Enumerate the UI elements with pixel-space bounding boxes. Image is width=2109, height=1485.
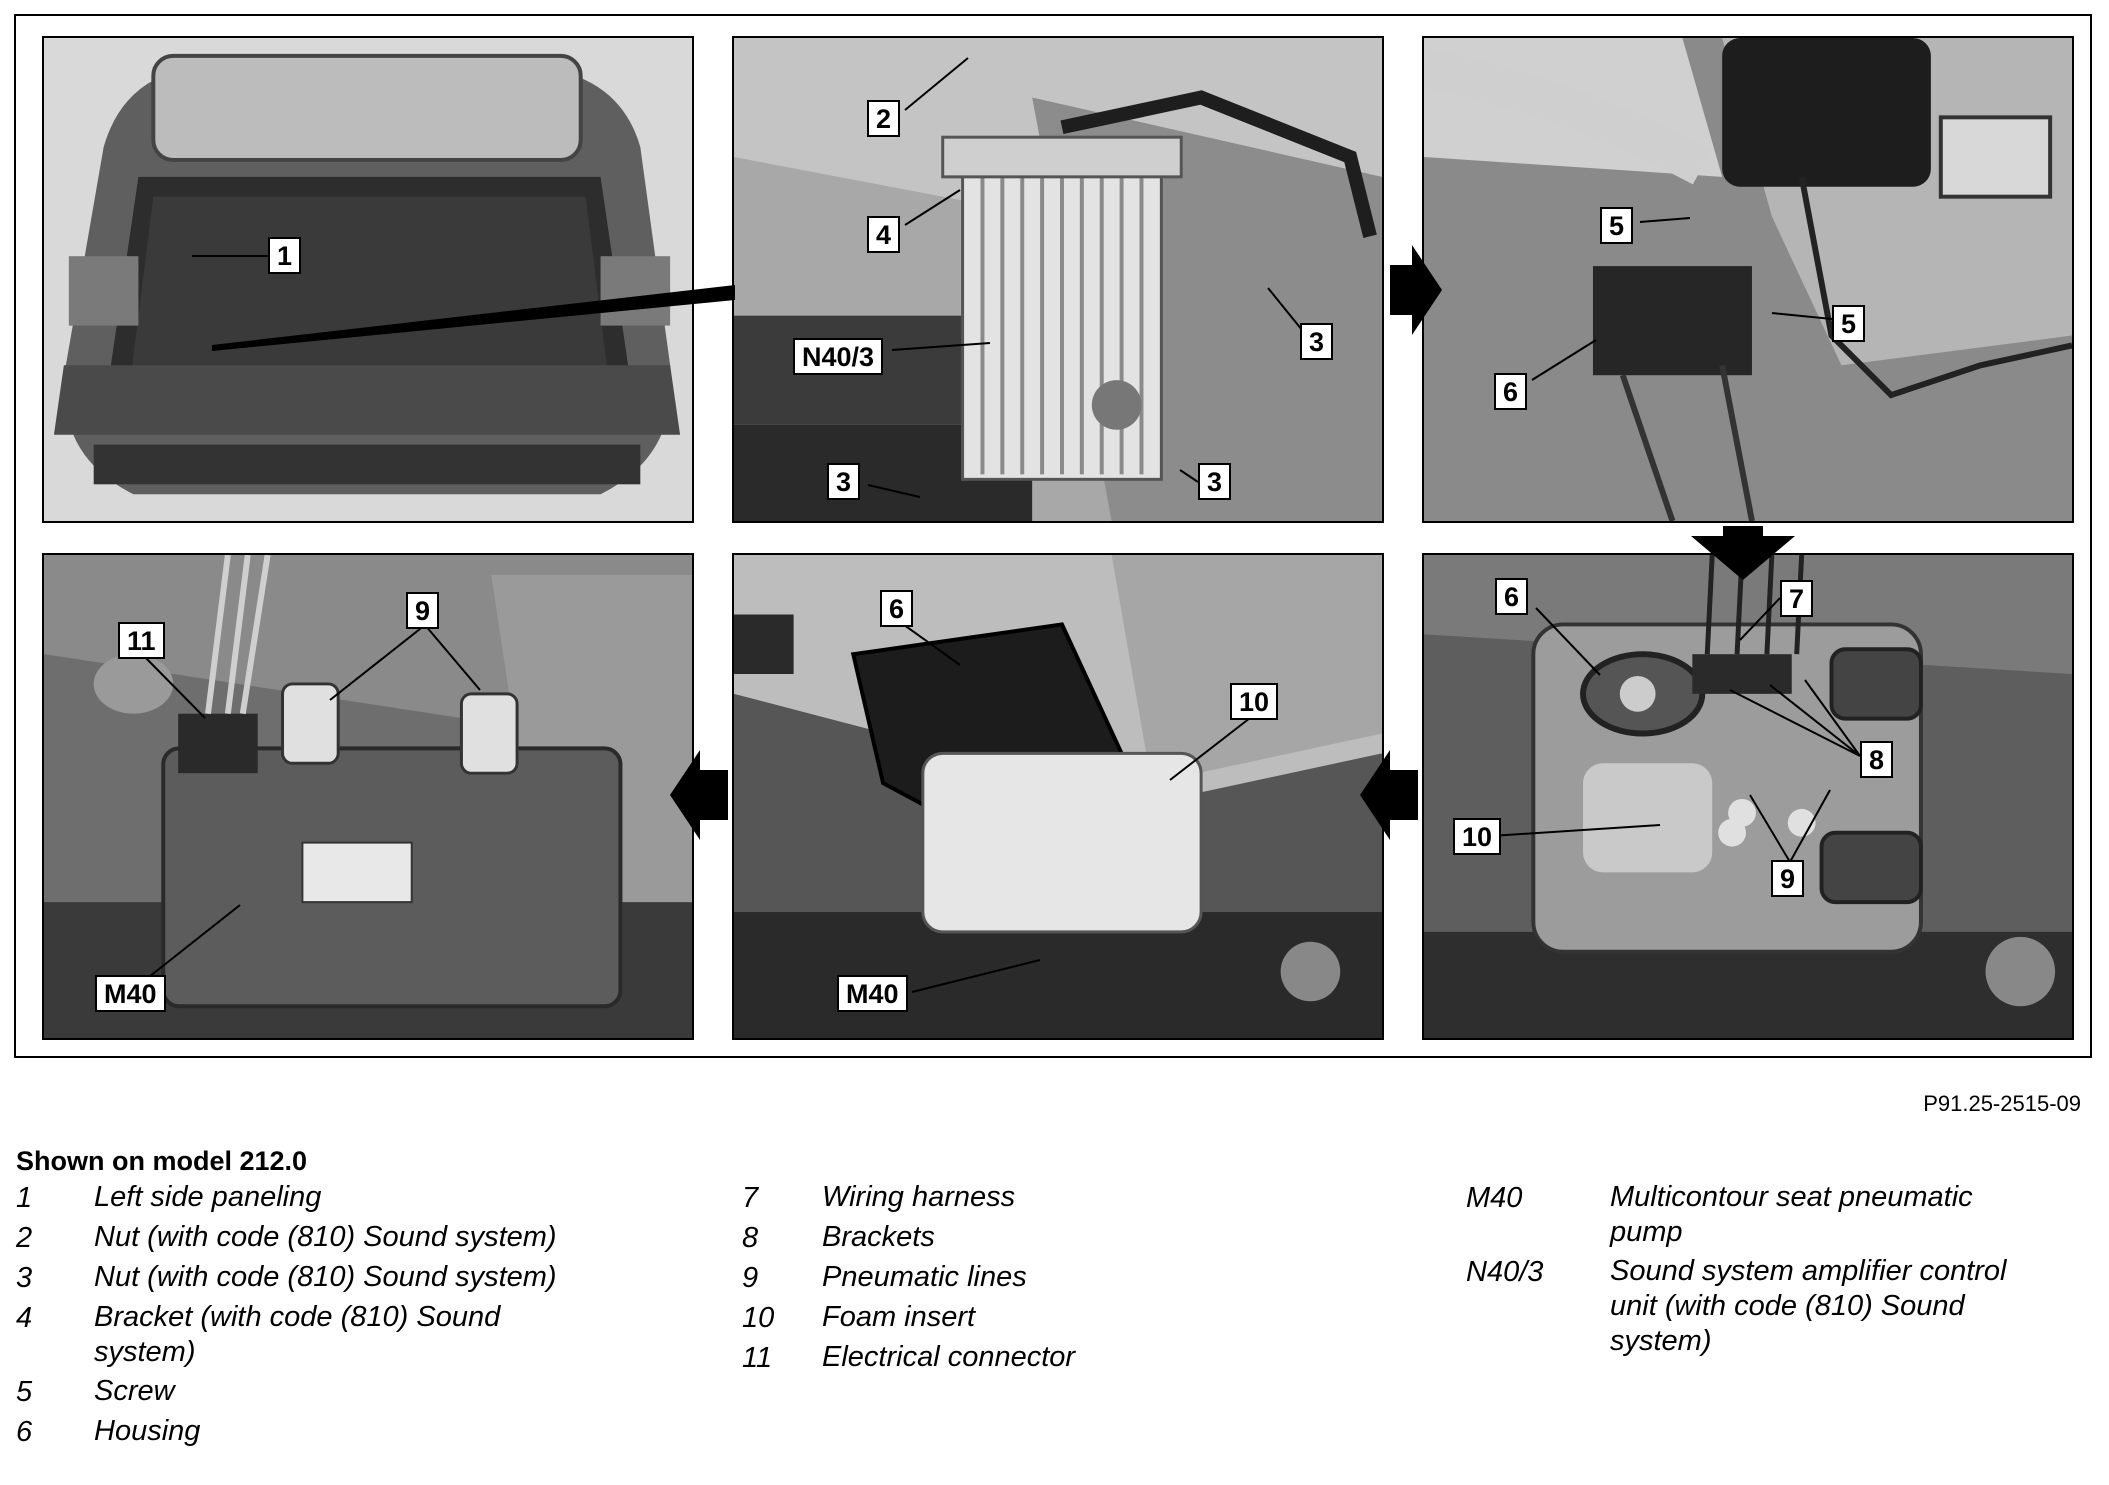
- legend-key: M40: [1466, 1182, 1523, 1214]
- legend-item: 5 Screw: [16, 1374, 666, 1410]
- callout-11: 11: [118, 622, 165, 659]
- callout-3: 3: [1300, 323, 1334, 360]
- legend-key: 4: [16, 1302, 33, 1334]
- legend-title: Shown on model 212.0: [16, 1146, 308, 1176]
- legend-key: 7: [742, 1182, 759, 1214]
- legend-item: 1 Left side paneling: [16, 1180, 666, 1216]
- legend-key: 5: [16, 1376, 33, 1408]
- legend-text: Screw: [94, 1375, 175, 1407]
- legend-key: 2: [16, 1222, 33, 1254]
- callout-6: 6: [1495, 578, 1529, 615]
- legend-item: 11 Electrical connector: [742, 1340, 1242, 1376]
- legend-text: Nut (with code (810) Sound system): [94, 1261, 557, 1293]
- callout-8: 8: [1860, 741, 1894, 778]
- callout-1: 1: [268, 237, 302, 274]
- legend-item: 6 Housing: [16, 1414, 666, 1450]
- legend-key: 11: [742, 1342, 773, 1374]
- legend-text: Left side paneling: [94, 1181, 322, 1213]
- callout-10: 10: [1453, 818, 1502, 855]
- callout-10: 10: [1230, 683, 1279, 720]
- legend-text: Housing: [94, 1415, 201, 1447]
- legend-text: Sound system amplifier control unit (wit…: [1610, 1255, 2007, 1357]
- callout-7: 7: [1780, 580, 1814, 617]
- legend-item: 7 Wiring harness: [742, 1180, 1242, 1216]
- callout-2: 2: [867, 100, 901, 137]
- legend-item: M40 Multicontour seat pneumatic pump: [1466, 1180, 2066, 1250]
- callout-5: 5: [1832, 305, 1866, 342]
- legend-text: Brackets: [822, 1221, 935, 1253]
- legend-text: Foam insert: [822, 1301, 976, 1333]
- callout-M40: M40: [95, 975, 166, 1012]
- callout-9: 9: [1771, 860, 1805, 897]
- callout-6: 6: [1494, 373, 1528, 410]
- callout-3: 3: [1198, 463, 1232, 500]
- legend-item: 4 Bracket (with code (810) Sound system): [16, 1300, 666, 1370]
- callout-6: 6: [880, 590, 914, 627]
- photo-amplifier: [732, 36, 1384, 523]
- callout-9: 9: [406, 592, 440, 629]
- callout-5: 5: [1600, 207, 1634, 244]
- legend-column-2: 7 Wiring harness 8 Brackets 9 Pneumatic lin…: [742, 1180, 1242, 1380]
- legend-text: Multicontour seat pneumatic pump: [1610, 1181, 1973, 1248]
- legend-item: 9 Pneumatic lines: [742, 1260, 1242, 1296]
- legend-key: 10: [742, 1302, 775, 1334]
- legend-text: Wiring harness: [822, 1181, 1016, 1213]
- legend-item: 3 Nut (with code (810) Sound system): [16, 1260, 666, 1296]
- photo-trunk: [42, 36, 694, 523]
- legend-item: N40/3 Sound system amplifier control unit…: [1466, 1254, 2066, 1359]
- legend-item: 10 Foam insert: [742, 1300, 1242, 1336]
- callout-M40: M40: [837, 975, 908, 1012]
- legend-key: N40/3: [1466, 1256, 1544, 1288]
- legend-column-3: M40 Multicontour seat pneumatic pump N40/…: [1466, 1180, 2066, 1363]
- legend-text: Pneumatic lines: [822, 1261, 1027, 1293]
- legend-text: Electrical connector: [822, 1341, 1076, 1373]
- photo-foam-insert: [732, 553, 1384, 1040]
- legend-text: Nut (with code (810) Sound system): [94, 1221, 557, 1253]
- legend-item: 2 Nut (with code (810) Sound system): [16, 1220, 666, 1256]
- legend-key: 9: [742, 1262, 759, 1294]
- callout-3: 3: [827, 463, 861, 500]
- legend-key: 1: [16, 1182, 33, 1214]
- photo-housing-bracket: [1422, 553, 2074, 1040]
- legend-text: Bracket (with code (810) Sound system): [94, 1301, 501, 1368]
- legend-key: 6: [16, 1416, 33, 1448]
- figure-id: P91.25-2515-09: [1923, 1091, 2081, 1116]
- callout-4: 4: [867, 216, 901, 253]
- legend-item: 8 Brackets: [742, 1220, 1242, 1256]
- photo-housing-screws: [1422, 36, 2074, 523]
- legend-key: 8: [742, 1222, 759, 1254]
- callout-N40-3: N40/3: [793, 338, 884, 375]
- legend-key: 3: [16, 1262, 33, 1294]
